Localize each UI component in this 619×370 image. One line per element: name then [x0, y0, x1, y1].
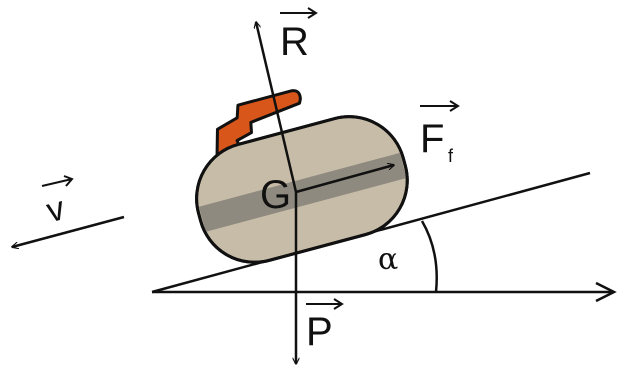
- label-weight: P: [306, 298, 344, 354]
- svg-text:F: F: [420, 117, 444, 161]
- horizontal-axis-arrowhead: [595, 281, 617, 303]
- label-centre-of-mass: G: [260, 173, 291, 217]
- velocity-vector: [12, 215, 125, 247]
- svg-text:f: f: [448, 146, 454, 166]
- svg-text:v: v: [43, 189, 69, 230]
- friction-force-vector: [295, 165, 394, 194]
- stone-band: [198, 152, 407, 232]
- stone-handle: [215, 89, 302, 160]
- angle-arc: [420, 220, 438, 293]
- label-friction: F f: [420, 100, 460, 166]
- label-reaction: R: [280, 7, 318, 64]
- svg-text:R: R: [280, 20, 309, 64]
- label-velocity: v: [41, 175, 74, 230]
- label-angle: α: [378, 242, 398, 277]
- svg-text:P: P: [306, 310, 333, 354]
- reaction-force-vector: [256, 22, 298, 193]
